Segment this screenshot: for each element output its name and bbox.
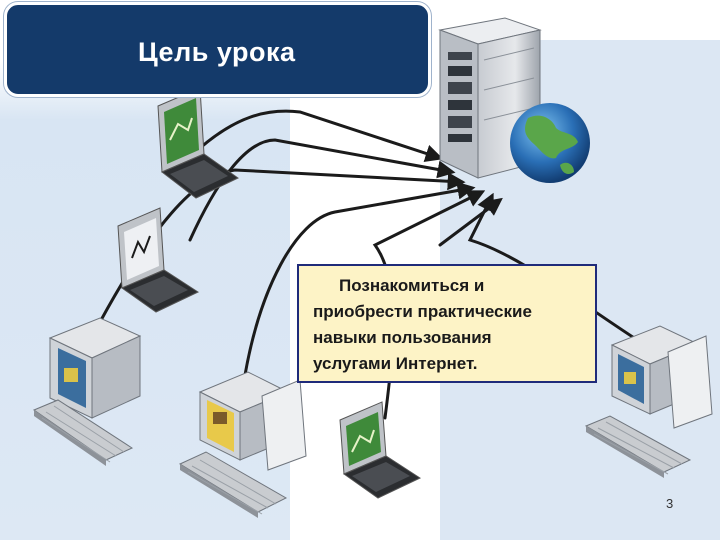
callout-line: приобрести практические bbox=[313, 302, 532, 321]
cable-7 bbox=[438, 197, 503, 247]
keyboard-icon bbox=[32, 399, 134, 466]
title-banner: Цель урока bbox=[4, 2, 431, 97]
keyboard-icon bbox=[178, 451, 288, 518]
desktop-computer-icon bbox=[48, 317, 142, 419]
callout-line: навыки пользования bbox=[313, 328, 492, 347]
desktop-computer-icon bbox=[610, 325, 713, 429]
desktop-computer-icon bbox=[198, 371, 307, 471]
lesson-goal-callout: Познакомиться и приобрести практические … bbox=[297, 264, 597, 383]
cable-2 bbox=[188, 138, 456, 242]
globe-icon bbox=[510, 103, 590, 183]
keyboard-icon bbox=[584, 415, 692, 478]
callout-line: услугами Интернет. bbox=[313, 354, 478, 373]
laptop-icon bbox=[117, 207, 200, 313]
cable-1 bbox=[198, 109, 444, 163]
callout-line: Познакомиться и bbox=[339, 276, 485, 295]
slide-title: Цель урока bbox=[138, 37, 296, 67]
laptop-icon bbox=[157, 87, 239, 199]
cable-4 bbox=[243, 181, 476, 377]
page-number: 3 bbox=[666, 496, 674, 511]
laptop-icon bbox=[339, 401, 422, 499]
